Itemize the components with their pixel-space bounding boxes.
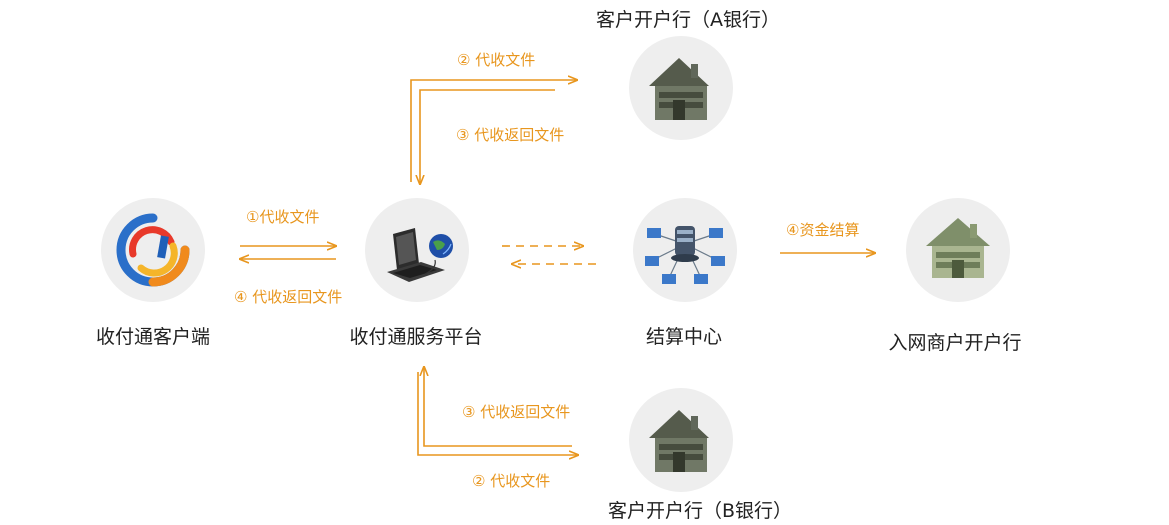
bank-b-label: 客户开户行（B银行） xyxy=(607,500,793,522)
merchant-bank-node xyxy=(906,198,1010,302)
bank-a-label: 客户开户行（A银行） xyxy=(596,9,780,31)
laptop-globe-icon xyxy=(387,228,453,282)
arrow-platform-to-bank-a xyxy=(410,80,577,182)
edge-label-platform-to-bank-b: ② 代收文件 xyxy=(472,472,551,490)
arrow-bank-a-to-platform xyxy=(420,89,555,184)
edge-label-bank-b-to-platform: ③ 代收返回文件 xyxy=(462,403,571,421)
client-label: 收付通客户端 xyxy=(95,326,211,348)
edge-label-bank-a-to-platform: ③ 代收返回文件 xyxy=(456,126,565,144)
money-house-icon xyxy=(649,410,709,472)
money-house-icon xyxy=(926,218,990,278)
platform-node xyxy=(365,198,469,302)
edge-label-platform-to-bank-a: ② 代收文件 xyxy=(457,51,536,69)
clearing-center-node xyxy=(633,198,737,302)
edge-label-client-to-platform: ①代收文件 xyxy=(246,208,320,226)
money-house-icon xyxy=(649,58,709,120)
server-network-icon xyxy=(645,226,725,284)
merchant-bank-label: 入网商户开户行 xyxy=(888,332,1022,354)
client-node xyxy=(101,198,205,302)
arrow-platform-to-bank-b xyxy=(417,372,578,455)
edge-label-platform-to-client: ④ 代收返回文件 xyxy=(234,288,343,306)
clearing-center-label: 结算中心 xyxy=(645,326,723,348)
arrow-bank-b-to-platform xyxy=(424,367,572,447)
bank-b-node xyxy=(629,388,733,492)
edge-label-clearing-to-merchant: ④资金结算 xyxy=(786,221,860,239)
logo-icon xyxy=(116,213,190,287)
bank-a-node xyxy=(629,36,733,140)
platform-label: 收付通服务平台 xyxy=(349,326,483,348)
